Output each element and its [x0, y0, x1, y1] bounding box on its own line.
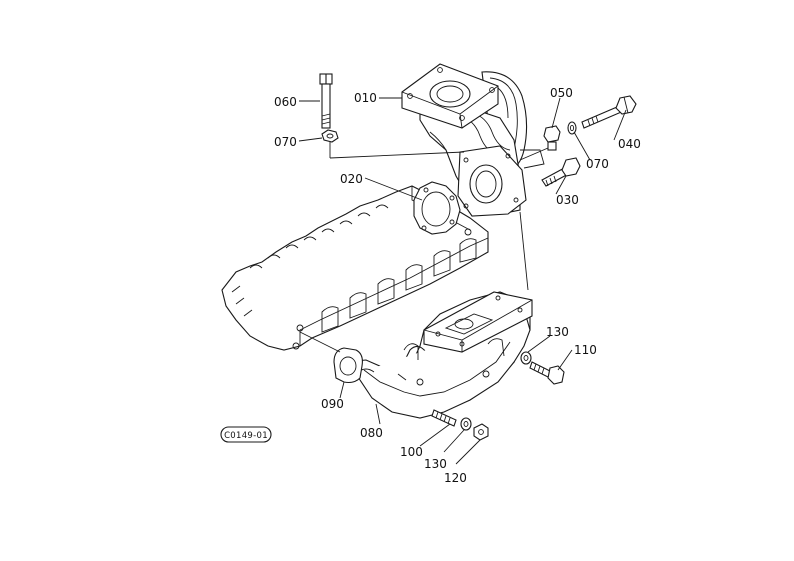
washer-130-upper	[520, 351, 532, 365]
label-060: 060	[274, 95, 297, 109]
label-020: 020	[340, 172, 363, 186]
label-090: 090	[321, 397, 344, 411]
bolt-050	[543, 125, 561, 151]
washer-070-right	[567, 121, 577, 135]
label-070-right: 070	[586, 157, 609, 171]
bolt-030	[541, 157, 581, 187]
figure-code: C0149-01	[224, 431, 268, 441]
stud-100	[431, 409, 457, 427]
washer-070-left	[321, 129, 339, 143]
leader-lines	[298, 97, 627, 465]
gasket-020	[413, 181, 461, 235]
nut-120	[473, 423, 489, 441]
exhaust-manifold-080	[355, 291, 533, 419]
label-010: 010	[354, 91, 377, 105]
bolt-110	[529, 361, 565, 385]
bolt-040	[581, 95, 637, 129]
label-050: 050	[550, 86, 573, 100]
label-100: 100	[400, 445, 423, 459]
figure-code-badge: C0149-01	[220, 426, 272, 443]
turbocharger-010	[401, 63, 545, 217]
bolt-060	[319, 73, 333, 129]
label-080: 080	[360, 426, 383, 440]
label-130-lower: 130	[424, 457, 447, 471]
label-130-upper: 130	[546, 325, 569, 339]
label-070-left: 070	[274, 135, 297, 149]
label-120: 120	[444, 471, 467, 485]
part-labels: 010 020 030 040 050 060 070 070 080 090 …	[274, 86, 641, 485]
assembly-lines	[299, 142, 549, 353]
label-040: 040	[618, 137, 641, 151]
washer-130-lower	[460, 417, 472, 431]
label-110: 110	[574, 343, 597, 357]
label-030: 030	[556, 193, 579, 207]
gasket-090	[333, 347, 363, 384]
